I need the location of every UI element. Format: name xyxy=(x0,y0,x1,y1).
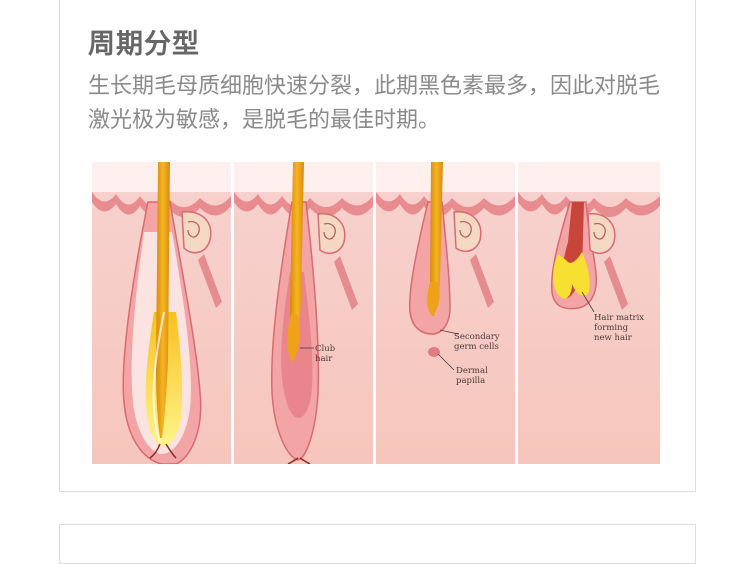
section-description: 生长期毛母质细胞快速分裂，此期黑色素最多，因此对脱毛激光极为敏感，是脱毛的最佳时… xyxy=(88,74,661,133)
label-hair-matrix-1: Hair matrix xyxy=(594,313,644,323)
label-secondary-germ-2: germ cells xyxy=(454,342,499,352)
next-content-card xyxy=(59,524,696,564)
section-title: 周期分型 xyxy=(88,29,200,60)
label-club-hair-1: Club xyxy=(315,344,336,354)
label-hair-matrix-2: forming xyxy=(594,323,629,333)
telogen-follicle: Secondary germ cells Dermal papilla xyxy=(408,162,500,386)
hair-cycle-illustration: Club hair Secondary germ cells Dermal pa… xyxy=(92,162,660,464)
label-secondary-germ-1: Secondary xyxy=(454,332,500,342)
early-anagen-follicle: Hair matrix forming new hair xyxy=(550,201,644,343)
label-hair-matrix-3: new hair xyxy=(594,333,633,343)
anagen-follicle xyxy=(122,162,222,464)
label-dermal-papilla-1: Dermal xyxy=(456,366,488,376)
content-card: 周期分型 生长期毛母质细胞快速分裂，此期黑色素最多，因此对脱毛激光极为敏感，是脱… xyxy=(59,0,696,492)
label-club-hair-2: hair xyxy=(315,354,333,364)
label-dermal-papilla-2: papilla xyxy=(456,376,485,386)
catagen-follicle: Club hair xyxy=(271,162,358,464)
